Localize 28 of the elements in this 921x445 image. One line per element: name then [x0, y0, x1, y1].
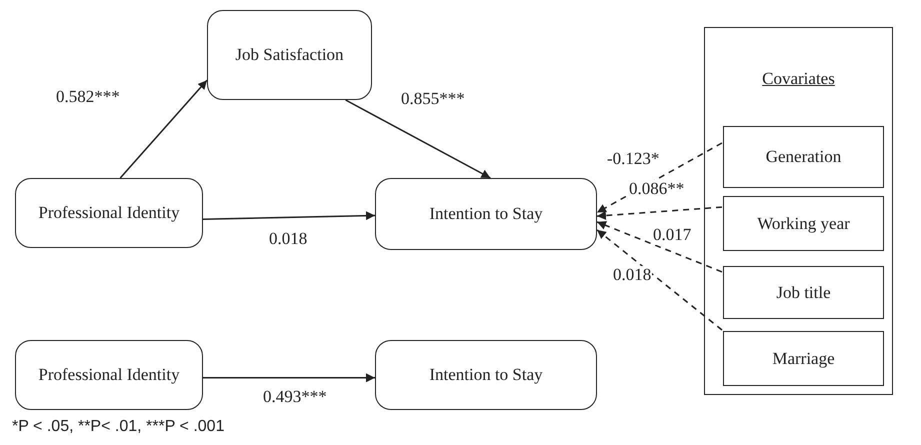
caption: *P < .05, **P< .01, ***P < .001 — [12, 418, 224, 436]
variable-box — [723, 126, 884, 188]
variable-box — [723, 266, 884, 319]
arrow — [120, 80, 208, 178]
variable-box — [723, 331, 884, 386]
variable-box — [375, 178, 597, 250]
variable-box — [15, 178, 203, 248]
variable-name: Job Satisfaction — [235, 44, 344, 66]
variable-box — [207, 10, 372, 100]
variable-name: Intention to Stay — [429, 203, 543, 225]
arrow — [203, 373, 375, 382]
variable-name: Marriage — [772, 348, 835, 370]
variable-box — [15, 340, 203, 410]
covariates-panel — [704, 27, 893, 395]
arrow — [345, 99, 491, 179]
arrow — [202, 211, 376, 220]
variable-name: Professional Identity — [38, 202, 180, 224]
variable-name: Generation — [766, 146, 842, 168]
arrow — [596, 206, 722, 220]
variable-name: Professional Identity — [38, 364, 180, 386]
arrow — [596, 229, 722, 331]
arrow — [596, 221, 722, 273]
variable-box — [375, 340, 597, 410]
variable-name: Working year — [757, 212, 850, 234]
variable-name: Job title — [776, 282, 831, 304]
variable-name: Intention to Stay — [429, 364, 543, 386]
panel-heading: Covariates — [762, 68, 835, 90]
variable-box — [723, 196, 884, 251]
